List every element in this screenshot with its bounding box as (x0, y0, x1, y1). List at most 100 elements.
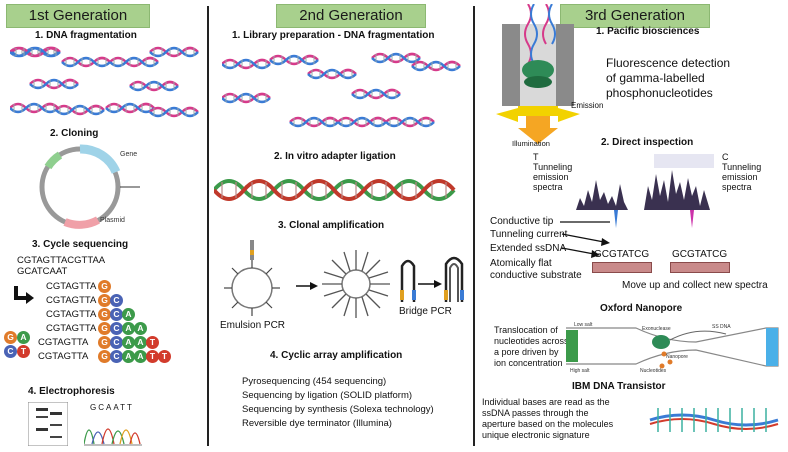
ladder-base-G: G (98, 294, 111, 307)
low-salt-label: Low salt (574, 322, 593, 328)
gen3-step2: 2. Direct inspection (601, 137, 694, 148)
high-salt-label: High salt (570, 368, 590, 374)
ladder-base-T: T (158, 350, 171, 363)
ladder-base-G: G (98, 308, 111, 321)
ladder-seq: CGTAGTTA (46, 281, 97, 292)
ladder-seq: CGTAGTTA (38, 351, 89, 362)
amplified-bead (322, 250, 390, 318)
ladder-base-C: C (110, 350, 123, 363)
gen2-step2: 2. In vitro adapter ligation (274, 151, 396, 162)
electro-seq-label: GCAATT (90, 403, 134, 412)
oxford-title: Oxford Nanopore (600, 303, 683, 314)
adapter-ligated-dna (214, 179, 456, 201)
dna-fragments-gen2 (222, 52, 462, 128)
ladder-base-A: A (122, 350, 135, 363)
gen1-header: 1st Generation (6, 4, 150, 28)
dna-fragments-gen1 (10, 46, 200, 118)
gen2-step1: 1. Library preparation - DNA fragmentati… (232, 30, 435, 41)
gel-image (28, 402, 68, 446)
free-base-C: C (4, 345, 17, 358)
ladder-base-G: G (98, 336, 111, 349)
pacbio-zmw-diagram (496, 4, 580, 144)
plasmid-label: Plasmid (100, 217, 125, 224)
pacbio-desc-1: Fluorescence detection (606, 56, 731, 70)
label-conductive-substrate: conductive substrate (490, 270, 582, 281)
gen3-header: 3rd Generation (560, 4, 710, 28)
ladder-base-A: A (122, 308, 135, 321)
gen1-step1: 1. DNA fragmentation (35, 30, 137, 41)
move-up-label: Move up and collect new spectra (622, 280, 768, 291)
method-1: Pyrosequencing (454 sequencing) (242, 376, 387, 387)
ladder-base-C: C (110, 308, 123, 321)
ssdna-seq-b: GCGTATCG (672, 249, 728, 260)
gen2-step4: 4. Cyclic array amplification (270, 350, 403, 361)
gen2-step3: 3. Clonal amplification (278, 220, 385, 231)
chromatogram (84, 428, 142, 446)
nanopore-diagram: Low salt High salt Exonuclease SS DNA Na… (566, 322, 779, 374)
dna-transistor-diagram (649, 408, 779, 432)
pacbio-desc-2: of gamma-labelled (606, 71, 705, 85)
illumination-label: Illumination (512, 139, 550, 148)
method-3: Sequencing by synthesis (Solexa technolo… (242, 404, 434, 415)
gen1-step4: 4. Electrophoresis (28, 386, 115, 397)
template-line-1: CGTAGTTACGTTAA (17, 255, 106, 266)
gen1-step3: 3. Cycle sequencing (32, 239, 129, 250)
label-tunneling-current: Tunneling current (490, 229, 568, 240)
label-conductive-tip: Conductive tip (490, 216, 554, 227)
ladder-base-T: T (146, 350, 159, 363)
free-base-G: G (4, 331, 17, 344)
ladder-base-G: G (98, 280, 111, 293)
emulsion-pcr-bead (224, 240, 280, 316)
template-line-2: GCATCAAT (17, 266, 68, 277)
bridge-pcr-label: Bridge PCR (399, 306, 452, 317)
ladder-base-T: T (146, 336, 159, 349)
substrate-bar-b (670, 262, 730, 273)
free-base-T: T (17, 345, 30, 358)
emission-label: Emission (571, 101, 604, 110)
free-base-A: A (17, 331, 30, 344)
plasmid-diagram: Gene Plasmid (39, 144, 140, 229)
exonuclease-label: Exonuclease (642, 326, 671, 332)
nanopore-label: Nanopore (666, 354, 688, 360)
ladder-seq: CGTAGTTA (38, 337, 89, 348)
right-arrow-icon (296, 282, 318, 290)
gen3-step1: 1. Pacific biosciences (596, 26, 700, 37)
gen2-header: 2nd Generation (276, 4, 426, 28)
ssdna-label: SS DNA (712, 324, 731, 330)
ibm-title: IBM DNA Transistor (572, 381, 666, 392)
ladder-base-A: A (122, 322, 135, 335)
bridge-pcr-diagram (400, 256, 464, 302)
ladder-seq: CGTAGTTA (46, 323, 97, 334)
substrate-bar-a (592, 262, 652, 273)
arrow-icon (14, 286, 34, 304)
gen1-step2: 2. Cloning (50, 128, 99, 139)
pacbio-desc-3: phosphonucleotides (606, 86, 713, 100)
ladder-base-A: A (122, 336, 135, 349)
pointer-arrows (560, 221, 610, 258)
label-atomically-flat: Atomically flat (490, 258, 552, 269)
ladder-base-C: C (110, 336, 123, 349)
nucleotides-label: Nucleotides (640, 368, 667, 374)
ssdna-seq-a: GCGTATCG (594, 249, 650, 260)
ladder-base-G: G (98, 350, 111, 363)
ladder-base-A: A (134, 322, 147, 335)
plasmid-gene-label: Gene (120, 151, 137, 158)
ladder-base-C: C (110, 294, 123, 307)
label-extended-ssdna: Extended ssDNA (490, 243, 567, 254)
ladder-seq: CGTAGTTA (46, 309, 97, 320)
divider-2 (473, 6, 475, 446)
ladder-base-G: G (98, 322, 111, 335)
ladder-base-A: A (134, 350, 147, 363)
emulsion-pcr-label: Emulsion PCR (220, 320, 286, 331)
method-2: Sequencing by ligation (SOLID platform) (242, 390, 413, 401)
ladder-base-C: C (110, 322, 123, 335)
tunneling-spectra-plot (576, 154, 714, 228)
ladder-seq: CGTAGTTA (46, 295, 97, 306)
ladder-base-A: A (134, 336, 147, 349)
divider-1 (207, 6, 209, 446)
method-4: Reversible dye terminator (Illumina) (242, 418, 392, 429)
